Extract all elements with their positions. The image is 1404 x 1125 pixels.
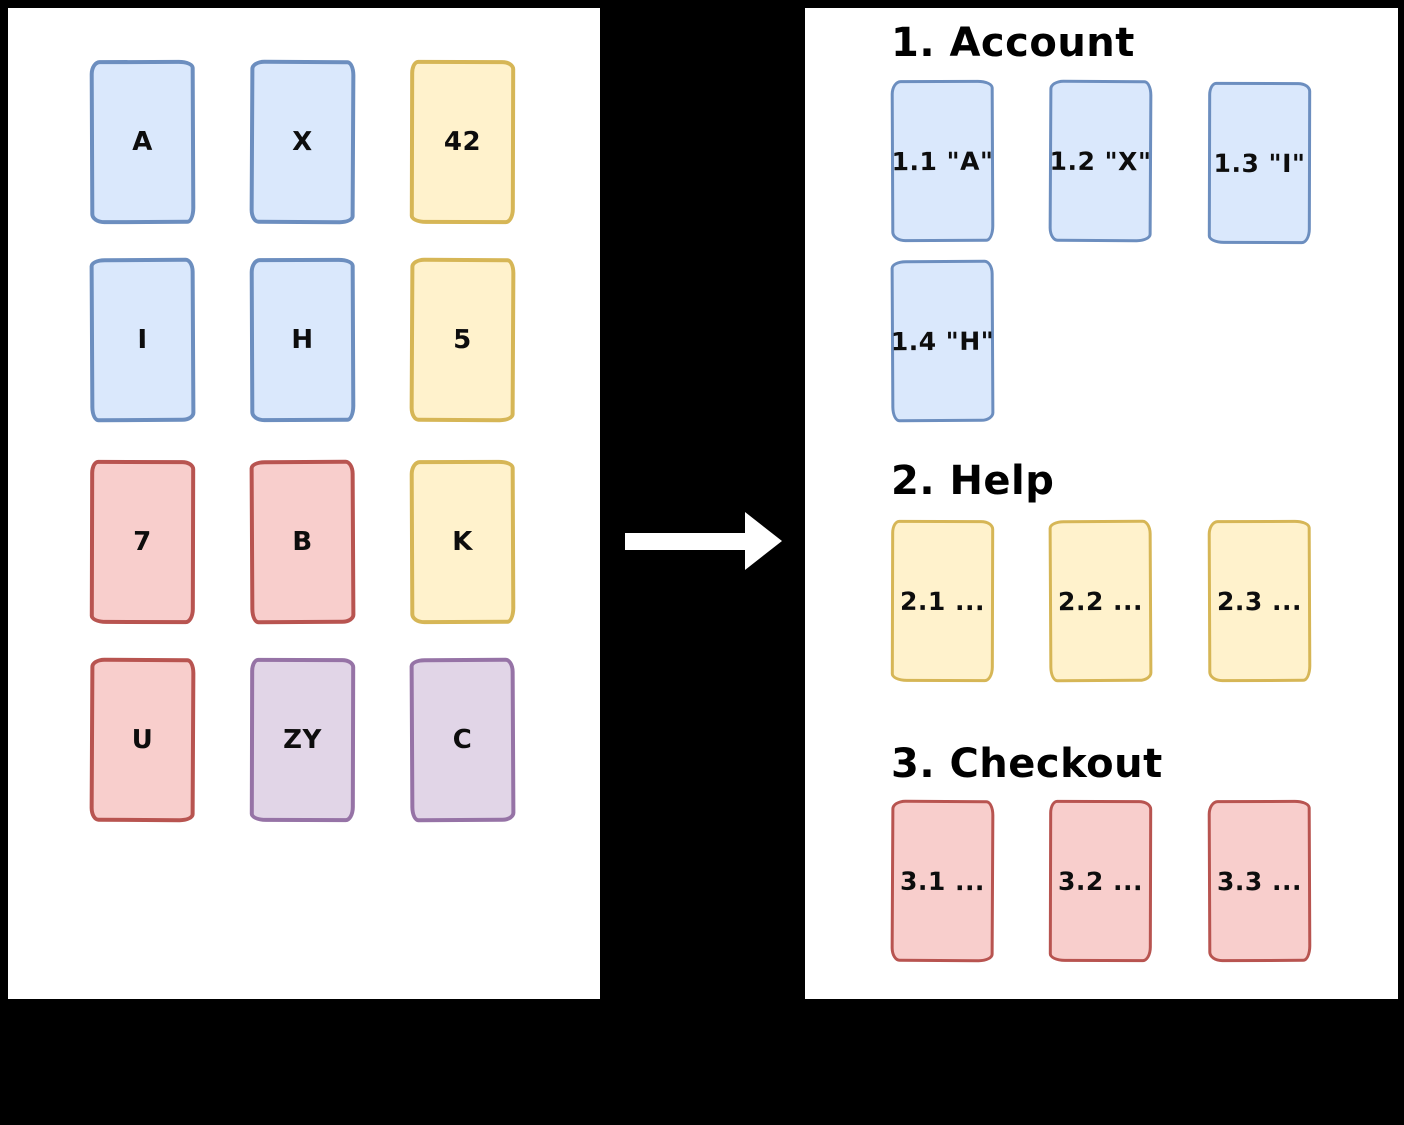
card-a: A xyxy=(89,59,196,225)
group-title-help: 2. Help xyxy=(891,458,1055,504)
card-label: U xyxy=(131,724,154,756)
card-h: H xyxy=(249,257,356,423)
card-3-3: 3.3 ... xyxy=(1207,799,1312,963)
card-label: 3.2 ... xyxy=(1057,866,1144,896)
card-zy: ZY xyxy=(249,657,356,823)
card-label: 42 xyxy=(443,126,482,158)
card-2-2: 2.2 ... xyxy=(1048,519,1153,683)
arrow-shaft xyxy=(625,533,749,550)
card-2-1: 2.1 ... xyxy=(890,519,995,683)
card-label: C xyxy=(452,724,473,756)
card-3-1: 3.1 ... xyxy=(890,799,995,963)
card-c: C xyxy=(409,657,516,823)
card-label: H xyxy=(291,324,314,356)
card-1-4: 1.4 "H" xyxy=(890,259,995,423)
card-1-3: 1.3 "I" xyxy=(1207,81,1312,245)
card-label: A xyxy=(132,126,153,158)
card-label: I xyxy=(137,324,148,356)
card-label: 7 xyxy=(133,526,152,558)
arrow-head-icon xyxy=(745,512,782,570)
card-label: 5 xyxy=(453,324,472,356)
card-2-3: 2.3 ... xyxy=(1207,519,1312,683)
card-label: 3.3 ... xyxy=(1216,866,1303,896)
group-title-checkout: 3. Checkout xyxy=(891,741,1163,787)
card-1-1: 1.1 "A" xyxy=(890,79,995,243)
card-b: B xyxy=(249,459,356,625)
card-label: 2.3 ... xyxy=(1216,586,1303,616)
card-label: 3.1 ... xyxy=(899,866,986,896)
card-x: X xyxy=(249,59,356,225)
card-label: K xyxy=(452,526,473,558)
card-label: 2.2 ... xyxy=(1057,586,1144,616)
card-label: 1.1 "A" xyxy=(891,146,994,176)
card-label: ZY xyxy=(283,724,322,756)
card-label: 2.1 ... xyxy=(899,586,986,616)
group-title-account: 1. Account xyxy=(891,20,1135,66)
card-7: 7 xyxy=(89,459,196,625)
card-3-2: 3.2 ... xyxy=(1048,799,1153,963)
sorted-groups-panel: 1. Account 1.1 "A" 1.2 "X" 1.3 "I" 1.4 "… xyxy=(805,8,1398,999)
unsorted-cards-panel: A X 42 I H 5 7 B K U ZY C xyxy=(8,8,600,999)
card-k: K xyxy=(409,459,516,625)
card-42: 42 xyxy=(409,59,516,225)
card-5: 5 xyxy=(409,257,516,423)
card-label: 1.4 "H" xyxy=(890,326,995,356)
card-u: U xyxy=(89,657,196,823)
card-1-2: 1.2 "X" xyxy=(1048,79,1153,243)
card-label: 1.2 "X" xyxy=(1049,146,1152,176)
card-label: X xyxy=(292,126,313,158)
card-label: B xyxy=(292,526,313,558)
card-i: I xyxy=(89,257,196,423)
card-label: 1.3 "I" xyxy=(1213,148,1306,178)
